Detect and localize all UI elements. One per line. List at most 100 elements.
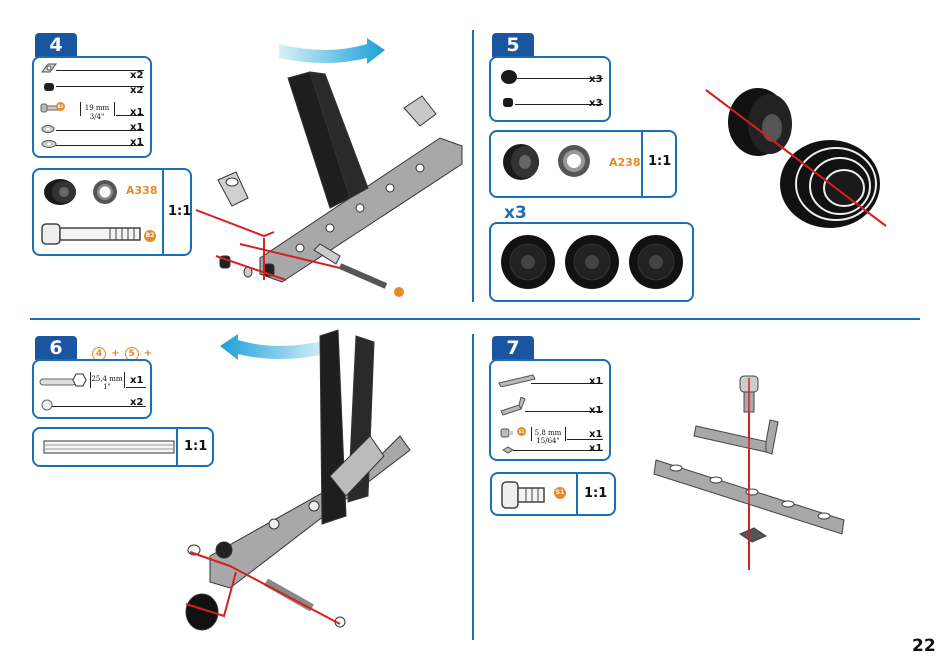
washer-icon — [93, 180, 117, 204]
angle-bracket-icon — [500, 397, 526, 416]
part-row-line — [116, 115, 144, 116]
collar-icon — [41, 399, 53, 411]
plus-sign: + — [111, 348, 120, 359]
part-qty: x2 — [130, 85, 144, 96]
scale-label: 1:1 — [584, 486, 608, 501]
part-code: A338 — [126, 184, 158, 197]
plus-sign: + — [143, 348, 153, 359]
screw-icon — [500, 428, 513, 438]
tire-icon — [44, 179, 76, 205]
vertical-divider-top — [472, 30, 474, 302]
scale-label: 1:1 — [184, 439, 208, 454]
wheel-icon — [565, 235, 619, 289]
page-number: 22 — [912, 636, 936, 656]
rotate-arrow-icon — [279, 38, 385, 64]
scale-label: 1:1 — [168, 204, 192, 219]
step-4-number: 4 — [35, 33, 77, 57]
screw-type-badge: S1 — [554, 487, 566, 499]
scale-divider — [162, 170, 164, 254]
screw-type-badge: B2 — [144, 230, 156, 242]
part-code: A238 — [609, 156, 641, 169]
step-7-parts-list: x1 x1 S1 5,8 mm 15/64" x1 x1 — [489, 359, 611, 461]
measure-tick — [90, 372, 91, 388]
step-7-scale-box: S1 1:1 — [490, 472, 616, 516]
measure-tick — [80, 102, 81, 116]
hexagon-icon — [72, 373, 87, 387]
part-qty: x1 — [589, 429, 603, 440]
washer-icon — [41, 125, 55, 133]
step-6-number: 6 — [35, 336, 77, 360]
step-4-scale-box: A338 B2 1:1 — [32, 168, 192, 256]
axle-length-mm: 25,4 mm — [91, 375, 123, 383]
part-row-line — [567, 439, 603, 440]
measure-tick — [114, 102, 115, 116]
step-6-scale-box: 1:1 — [32, 427, 214, 467]
scale-divider — [576, 474, 578, 514]
step-5-wheel-assembly-illustration — [705, 88, 887, 228]
screw-type-badge: S1 — [517, 427, 526, 436]
part-qty: x1 — [130, 107, 144, 118]
part-row-line — [531, 383, 603, 384]
step-7-number: 7 — [492, 336, 534, 360]
step-4-parts-list: x2 x2 B2 19 mm 3/4" x1 x1 x1 — [32, 56, 152, 158]
step-7-assembly-illustration — [653, 375, 845, 570]
part-row-line — [56, 86, 144, 87]
part-qty: x1 — [130, 375, 144, 386]
washer-icon — [558, 145, 590, 177]
vertical-divider-bottom — [472, 334, 474, 640]
part-qty: x2 — [130, 397, 144, 408]
part-qty: x1 — [589, 405, 603, 416]
step-6-assembly-illustration — [185, 329, 411, 631]
part-row-line — [56, 70, 144, 71]
part-row-line — [515, 104, 603, 105]
part-qty: x1 — [130, 122, 144, 133]
scale-divider — [641, 132, 643, 196]
step-5-parts-list: x3 x3 — [489, 56, 611, 122]
part-qty: x3 — [589, 98, 603, 109]
tire-icon — [503, 144, 539, 180]
step-5-number: 5 — [492, 33, 534, 57]
measure-tick — [531, 427, 532, 441]
axle-length-inch: 1" — [103, 383, 111, 391]
step-4-assembly-illustration — [195, 71, 463, 297]
flat-strip-icon — [498, 374, 536, 387]
part-qty: x3 — [589, 74, 603, 85]
part-row-line — [513, 450, 603, 451]
wheel-icon — [501, 235, 555, 289]
part-row-line — [517, 78, 603, 79]
multiplier-label: x3 — [504, 203, 527, 223]
part-qty: x1 — [130, 137, 144, 148]
axle-icon — [43, 440, 175, 454]
screw-icon — [40, 103, 63, 113]
prerequisite-steps: 4 + 5 + — [92, 341, 152, 361]
screw-length-inch: 3/4" — [89, 113, 105, 121]
step-5-scale-box: A238 1:1 — [489, 130, 677, 198]
nut-icon — [503, 98, 513, 107]
part-row-line — [525, 411, 603, 412]
part-qty: x2 — [130, 70, 144, 81]
screw-length-mm: 19 mm — [84, 104, 110, 112]
nut-plate-icon — [41, 63, 57, 73]
measure-tick — [565, 427, 566, 441]
part-row-line — [52, 406, 146, 407]
screw-type-badge: B2 — [56, 102, 65, 111]
scale-divider — [176, 429, 178, 465]
step-5-wheels-box — [489, 222, 694, 302]
screw-length-inch: 15/64" — [536, 437, 560, 445]
part-row-line — [56, 130, 144, 131]
screw-icon — [41, 223, 141, 245]
screw-icon — [501, 481, 545, 509]
part-row-line — [56, 145, 144, 146]
part-row-line — [126, 387, 146, 388]
black-nut-icon — [44, 83, 54, 91]
measure-tick — [124, 372, 125, 388]
part-qty: x1 — [589, 443, 603, 454]
rotate-arrow-icon — [220, 334, 326, 360]
step-6-parts-list: 25,4 mm 1" x1 x2 — [32, 359, 152, 419]
tire-icon — [501, 70, 517, 84]
part-qty: x1 — [589, 376, 603, 387]
horizontal-divider — [30, 318, 920, 320]
wheel-icon — [629, 235, 683, 289]
small-bracket-icon — [41, 140, 57, 148]
screw-length-mm: 5,8 mm — [534, 429, 562, 437]
